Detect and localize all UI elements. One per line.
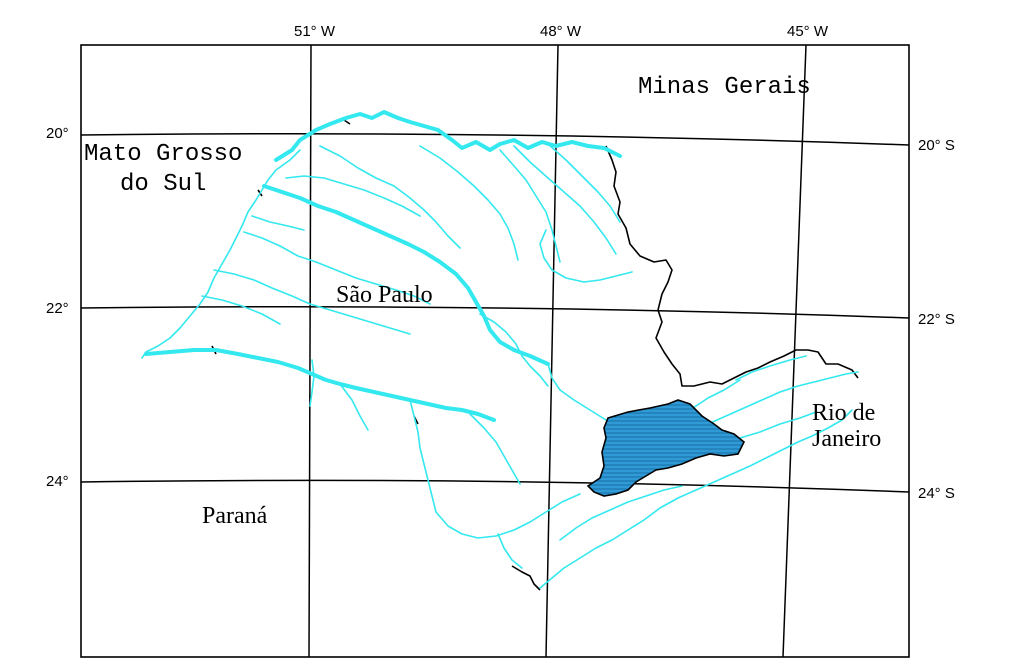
river-ribeira <box>435 493 581 539</box>
river-parana <box>141 149 301 359</box>
river-santo-anastacio <box>201 295 281 325</box>
lat-label-left-22: 22° <box>46 300 69 317</box>
river-pardo <box>499 149 561 263</box>
region-parana: Paraná <box>202 503 268 529</box>
meridian-51w <box>308 44 312 658</box>
map-frame <box>80 44 910 658</box>
region-mato-grosso-2: do Sul <box>120 171 206 198</box>
lon-label-45w: 45° W <box>787 23 829 40</box>
river-mogi <box>513 145 617 255</box>
river-sao-jose <box>285 175 421 217</box>
river-ribeira-2 <box>497 533 523 569</box>
river-turvo <box>319 145 461 249</box>
lon-label-51w: 51° W <box>294 23 336 40</box>
river-grande <box>274 110 622 162</box>
metro-area-polygon <box>586 399 746 497</box>
lat-label-right-22s: 22° S <box>918 311 955 328</box>
region-sao-paulo: São Paulo <box>336 282 433 308</box>
region-minas-gerais: Minas Gerais <box>638 74 811 101</box>
parallel-24s <box>80 479 910 493</box>
region-labels: Minas Gerais Mato Grosso do Sul São Paul… <box>84 74 881 529</box>
lat-label-right-24s: 24° S <box>918 485 955 502</box>
river-paranapanema <box>144 348 496 422</box>
river-turvo-2 <box>419 145 519 261</box>
region-rio-2: Janeiro <box>812 426 881 452</box>
river-east-trib-2 <box>689 379 741 411</box>
longitude-labels: 51° W 48° W 45° W <box>294 23 829 40</box>
lat-label-left-20: 20° <box>46 125 69 142</box>
border-west-bits <box>211 119 419 425</box>
coast-inner <box>559 485 683 541</box>
border-minas-gerais <box>605 145 859 387</box>
river-sapucai <box>547 143 621 223</box>
river-aguapei <box>243 231 431 305</box>
river-peixe <box>213 269 411 335</box>
river-paranapanema-south <box>309 359 315 407</box>
region-rio-1: Rio de <box>812 400 875 426</box>
river-paranapanema-trib <box>409 399 437 513</box>
river-south-trib-2 <box>339 383 369 431</box>
lat-label-right-20s: 20° S <box>918 137 955 154</box>
river-piracicaba <box>479 313 549 387</box>
latitude-labels: 20° 22° 24° 20° S 22° S 24° S <box>46 125 955 502</box>
region-mato-grosso-1: Mato Grosso <box>84 141 242 168</box>
river-west-trib <box>251 215 305 231</box>
parallel-20s <box>80 133 910 146</box>
river-south-trib <box>469 413 521 485</box>
lat-label-left-24: 24° <box>46 473 69 490</box>
border-coast-south <box>511 565 541 591</box>
river-tiete <box>262 184 550 366</box>
river-mogi-lower <box>539 229 633 283</box>
parallel-22s <box>80 306 910 319</box>
river-east-trib <box>735 355 807 381</box>
coastline <box>539 409 853 589</box>
lon-label-48w: 48° W <box>540 23 582 40</box>
rivers <box>141 110 859 589</box>
meridian-48w <box>545 44 559 658</box>
